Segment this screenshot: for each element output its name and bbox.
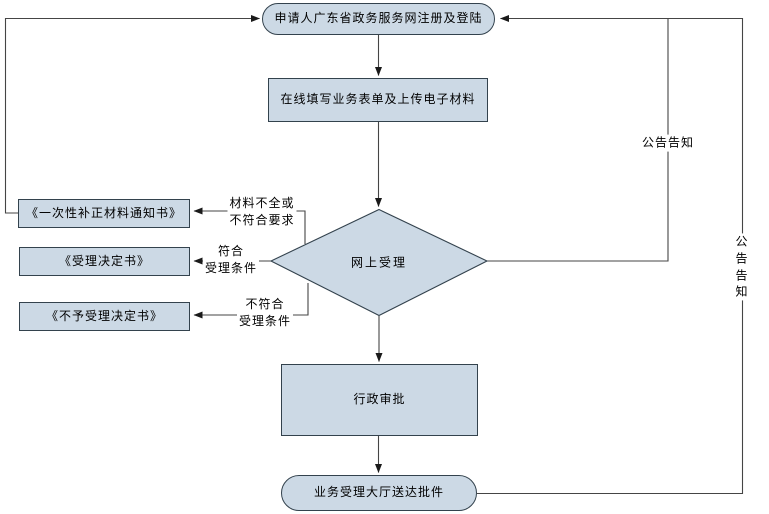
edge-label-not-meet-conditions: 不符合 受理条件 (236, 296, 294, 330)
node-acceptance-decision: 《受理决定书》 (19, 247, 190, 276)
edge-label-materials-incomplete: 材料不全或 不符合要求 (227, 195, 297, 229)
node-finish-delivery-hall: 业务受理大厅送达批件 (281, 475, 477, 511)
edge-finish-announce-to-start (477, 15, 744, 495)
node-online-form-upload: 在线填写业务表单及上传电子材料 (268, 78, 488, 122)
node-rejection-decision: 《不予受理决定书》 (19, 302, 190, 331)
node-supplement-notice: 《一次性补正材料通知书》 (18, 199, 190, 228)
node-administrative-approval: 行政审批 (281, 364, 478, 436)
edge-decision-announce-join (487, 18, 669, 262)
node-decision-online-acceptance: 网上受理 (350, 255, 408, 270)
edge-decision-to-reject (193, 283, 309, 319)
edge-label-announce-inner: 公告告知 (639, 134, 697, 152)
decision-diamond-shape (269, 208, 489, 317)
edge-notice-loop-to-start (4, 15, 260, 214)
edge-label-announce-outer: 公告告知 (728, 233, 756, 301)
node-start-register-login: 申请人广东省政务服务网注册及登陆 (262, 3, 495, 35)
edge-label-meets-conditions: 符合 受理条件 (202, 243, 260, 277)
